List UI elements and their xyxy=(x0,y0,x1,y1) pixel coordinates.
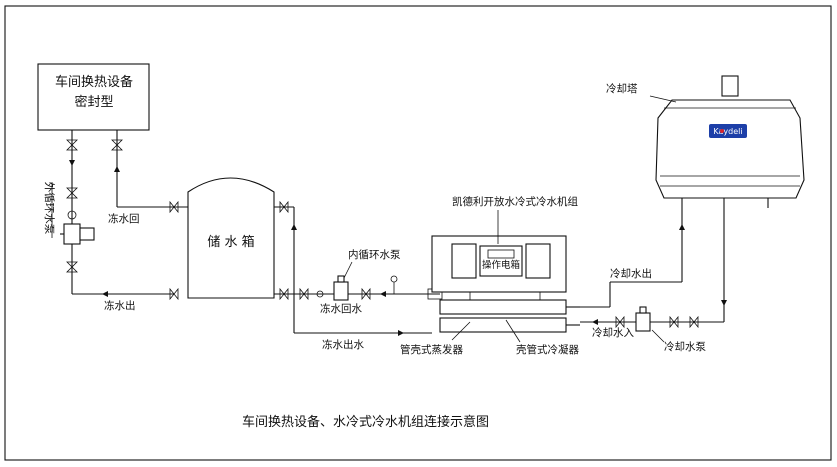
diagram-caption: 车间换热设备、水冷式冷水机组连接示意图 xyxy=(242,414,489,430)
external-loop-pipe xyxy=(66,130,174,295)
internal-pump-icon xyxy=(333,275,349,301)
evaporator-label: 管壳式蒸发器 xyxy=(400,343,463,356)
chilled-out-mid-label: 冻水出水 xyxy=(322,338,364,351)
tank-outlet-pipes xyxy=(274,200,443,336)
tower-logo-text: Kaydeli xyxy=(713,127,742,136)
cooling-water-out-label: 冷却水出 xyxy=(610,267,652,280)
cooling-water-in-label: 冷却水入 xyxy=(592,326,634,339)
chiller-panel-label: 操作电箱 xyxy=(482,259,520,271)
tower-logo xyxy=(709,124,747,138)
workshop-equipment-line1: 车间换热设备 xyxy=(55,74,133,90)
cooling-pump-icon xyxy=(635,306,651,332)
chilled-return-left-label: 冻水回 xyxy=(108,212,140,225)
workshop-equipment-line2: 密封型 xyxy=(74,94,113,110)
storage-tank: 储 水 箱 xyxy=(187,177,275,299)
workshop-equipment-box: 车间换热设备 密封型 xyxy=(37,63,150,131)
cooling-tower: Kaydeli xyxy=(655,75,805,210)
chiller-unit-label: 凯德利开放水冷式冷水机组 xyxy=(452,195,578,208)
cooling-tower-label: 冷却塔 xyxy=(606,82,638,95)
chiller-unit: 操作电箱 xyxy=(431,235,580,333)
chilled-return-mid-label: 冻水回水 xyxy=(320,302,362,315)
condenser-label: 壳管式冷凝器 xyxy=(516,343,579,356)
external-pump-label: 外循环水泵 xyxy=(43,182,56,235)
chilled-return-left-pipe xyxy=(111,130,190,214)
cooling-pump-label: 冷却水泵 xyxy=(664,340,706,353)
chilled-out-left-label: 冻水出 xyxy=(104,299,136,312)
diagram-border xyxy=(4,5,832,461)
external-pump-icon xyxy=(60,223,95,245)
internal-pump-label: 内循环水泵 xyxy=(348,248,401,261)
cooling-water-pipes xyxy=(580,208,727,329)
storage-tank-label: 储 水 箱 xyxy=(207,234,254,250)
